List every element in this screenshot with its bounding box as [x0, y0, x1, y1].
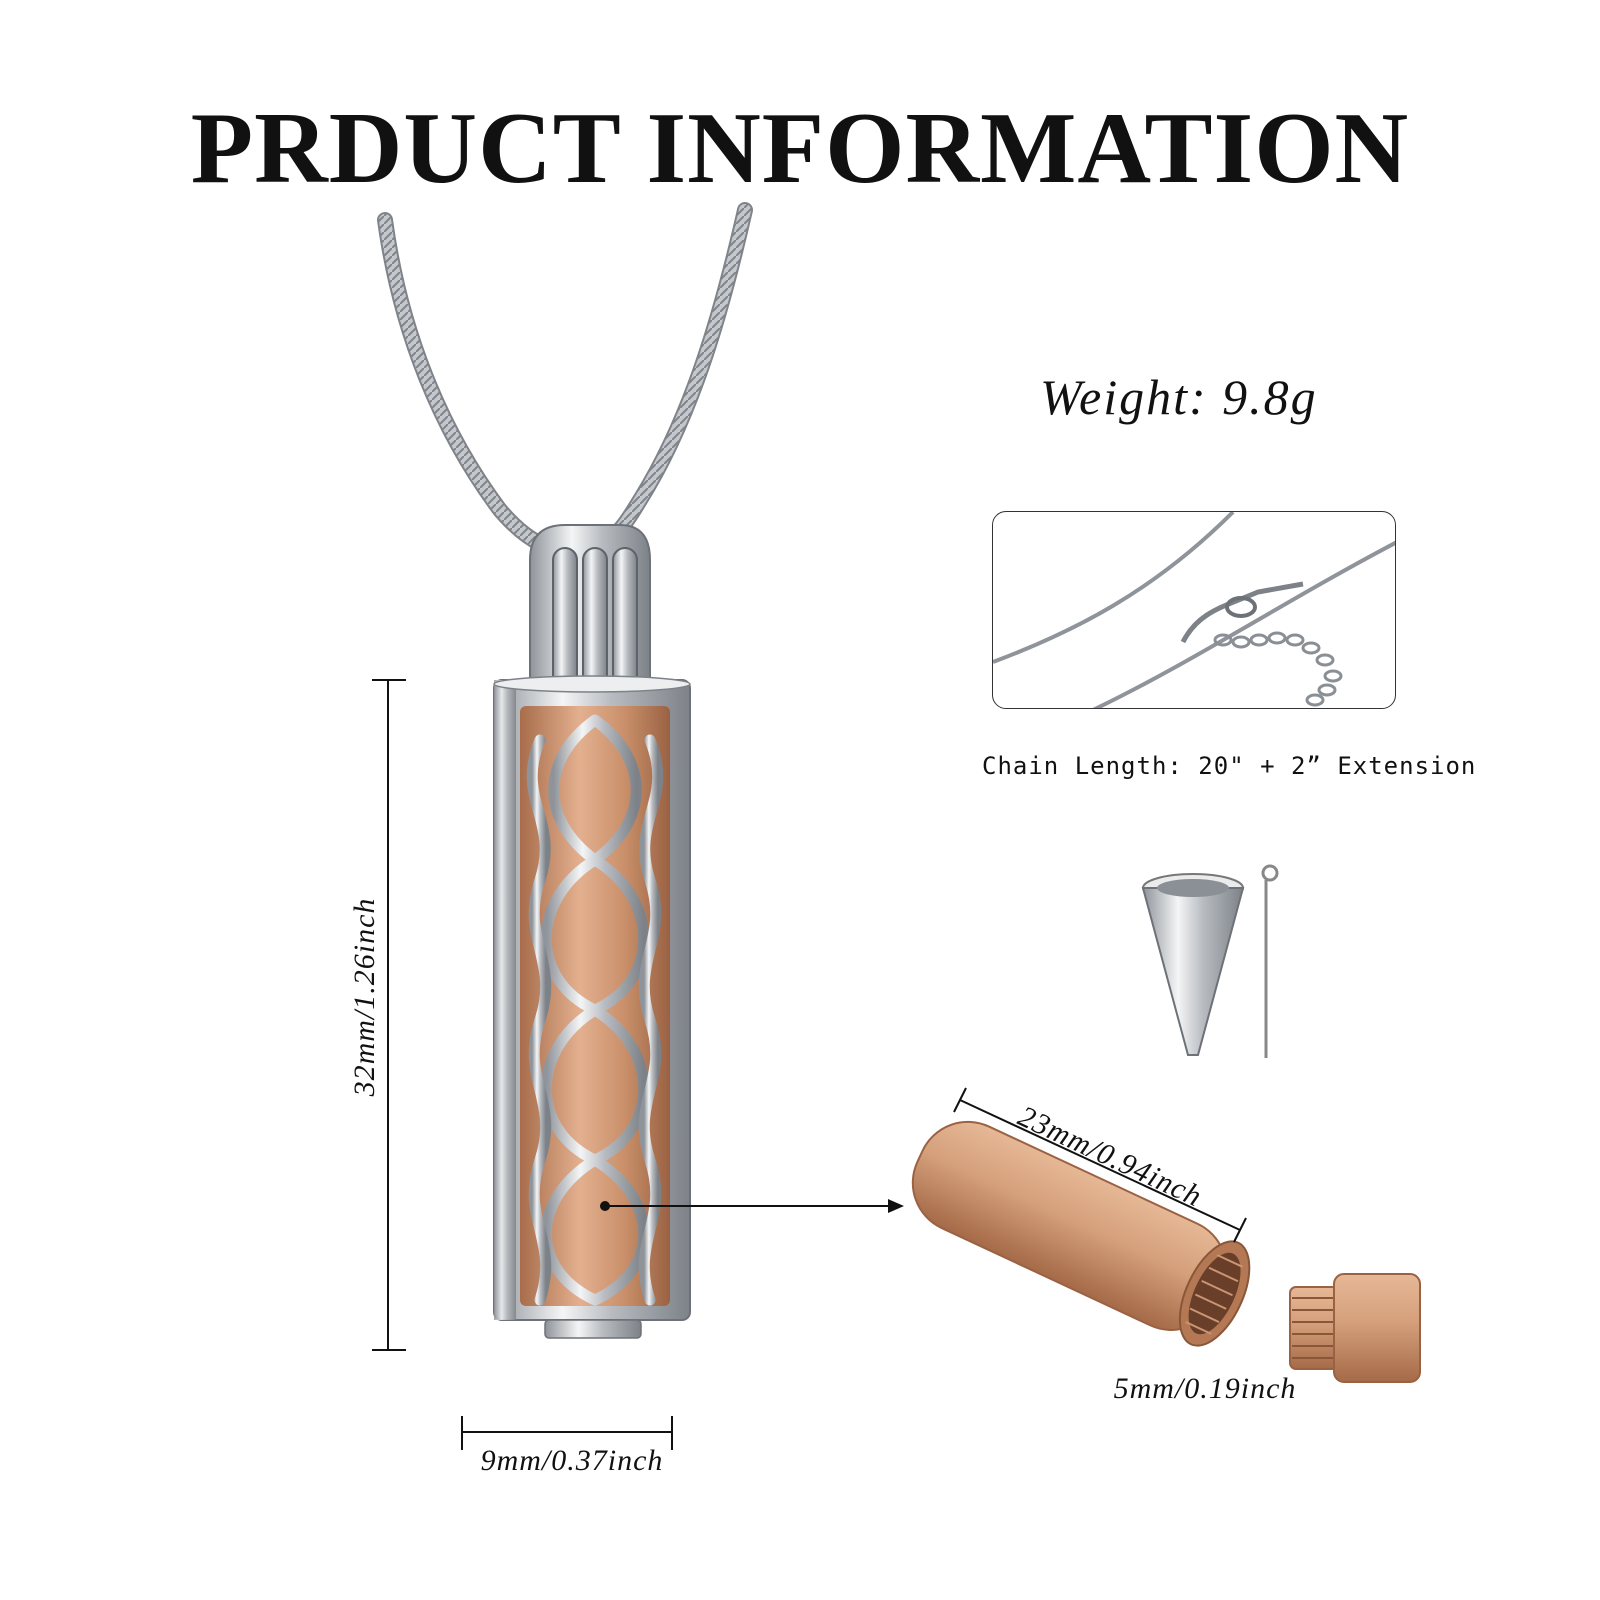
page-title: PRDUCT INFORMATION [190, 92, 1410, 205]
filling-pin [1261, 864, 1279, 1058]
snake-chain [377, 202, 753, 557]
height-dimension-line [372, 679, 406, 1351]
funnel [1141, 873, 1245, 1056]
inner-tube [911, 1120, 1251, 1347]
chain-extension-illustration [993, 512, 1395, 708]
tube-diameter-label: 5mm/0.19inch [1113, 1372, 1297, 1405]
pendant-bail [529, 524, 651, 691]
width-dimension-label: 9mm/0.37inch [480, 1444, 664, 1477]
tube-length-dimension-line [953, 1087, 1247, 1243]
width-dimension-line [461, 1416, 673, 1450]
chain-length-label: Chain Length: 20" + 2” Extension [982, 752, 1477, 780]
height-dimension-label: 32mm/1.26inch [348, 897, 381, 1097]
screw-cap [1289, 1273, 1421, 1383]
cage-pendant [493, 675, 691, 1339]
chain-detail-image [992, 511, 1396, 709]
pointer-arrow [600, 1199, 904, 1213]
weight-label: Weight: 9.8g [1040, 369, 1318, 425]
